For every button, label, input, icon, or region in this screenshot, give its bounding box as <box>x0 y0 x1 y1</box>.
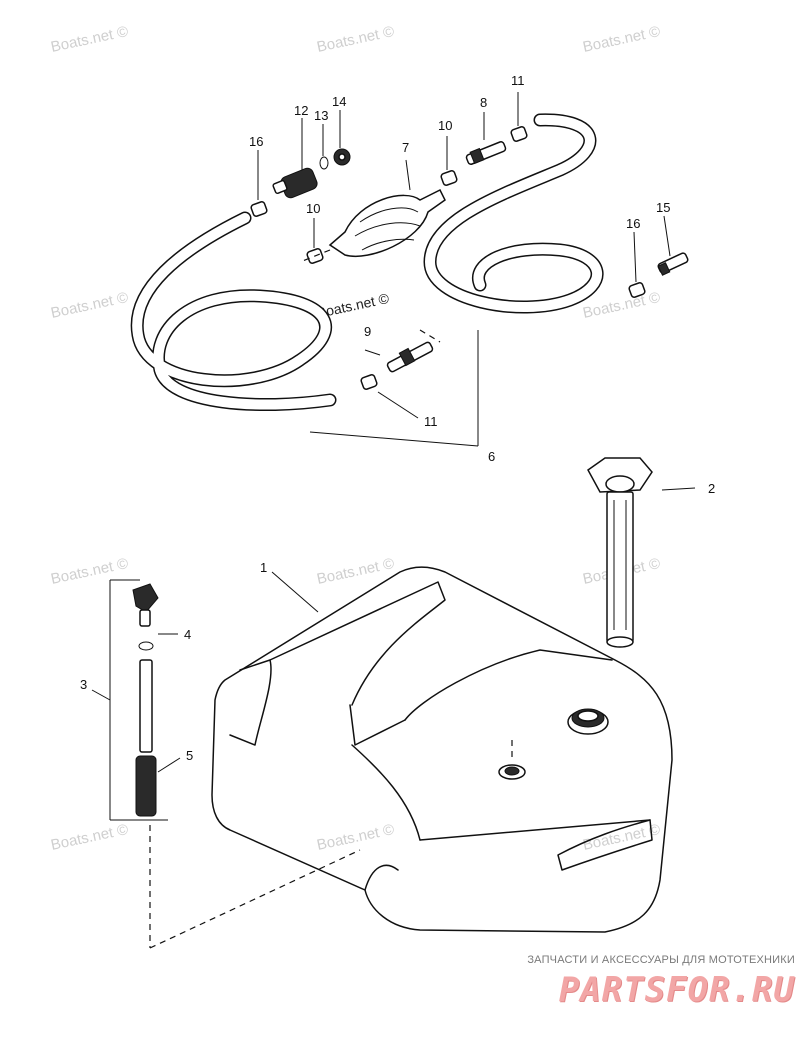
callout-3: 3 <box>80 677 87 692</box>
callout-9: 9 <box>364 324 371 339</box>
callout-12: 12 <box>294 103 308 118</box>
callout-15: 15 <box>656 200 670 215</box>
callout-11-lower: 11 <box>424 414 438 429</box>
callout-1: 1 <box>260 560 267 575</box>
hose-clamp <box>250 201 268 217</box>
watermark: Boats.net © <box>49 555 129 588</box>
hose-clamp <box>360 374 378 390</box>
hose-clamp <box>440 170 458 186</box>
tank-connector <box>272 167 318 199</box>
partsfor-logo[interactable]: PARTSFOR.RU <box>558 970 795 1010</box>
callout-2: 2 <box>708 481 715 496</box>
footer-brand: ЗАПЧАСТИ И АКСЕССУАРЫ ДЛЯ МОТОТЕХНИКИ PA… <box>470 948 795 1038</box>
watermark: Boats.net © <box>49 23 129 56</box>
watermark: Boats.net © <box>315 821 395 854</box>
hose-fittings <box>250 126 689 390</box>
callout-10-lower: 10 <box>306 201 320 216</box>
watermark: Boats.net © <box>49 289 129 322</box>
o-ring <box>319 156 329 170</box>
watermark: Boats.net © <box>315 23 395 56</box>
hose-clamp <box>510 126 528 142</box>
pickup-tube <box>139 659 153 753</box>
callout-7: 7 <box>402 140 409 155</box>
callout-4: 4 <box>184 627 191 642</box>
fuel-hose-right-coil <box>423 113 604 314</box>
watermark: Boats.net © <box>315 555 395 588</box>
callout-16-right: 16 <box>626 216 640 231</box>
watermark: Boats.net © <box>49 821 129 854</box>
fuel-tank <box>211 566 673 933</box>
leader-lines <box>91 92 696 773</box>
fuel-hose-left-coil <box>130 211 337 412</box>
primer-bulb <box>328 188 446 257</box>
fuel-fitting <box>657 252 689 276</box>
hose-clamp <box>628 282 646 298</box>
watermark: Boats.net © <box>581 23 661 56</box>
callout-14: 14 <box>332 94 346 109</box>
callout-5: 5 <box>186 748 193 763</box>
callout-8: 8 <box>480 95 487 110</box>
callouts: 1 2 3 4 5 6 7 8 9 10 10 11 11 12 13 14 1… <box>80 73 715 763</box>
hose-connector <box>386 341 434 373</box>
callout-13: 13 <box>314 108 328 123</box>
callout-11-upper: 11 <box>511 73 525 88</box>
fuel-filter <box>135 755 157 817</box>
callout-10-upper: 10 <box>438 118 452 133</box>
footer-tagline: ЗАПЧАСТИ И АКСЕССУАРЫ ДЛЯ МОТОТЕХНИКИ <box>527 954 795 966</box>
fuel-gauge-sender <box>587 457 653 648</box>
callout-6: 6 <box>488 449 495 464</box>
o-ring <box>138 641 154 651</box>
engine-connector <box>465 141 507 165</box>
callout-16-left: 16 <box>249 134 263 149</box>
